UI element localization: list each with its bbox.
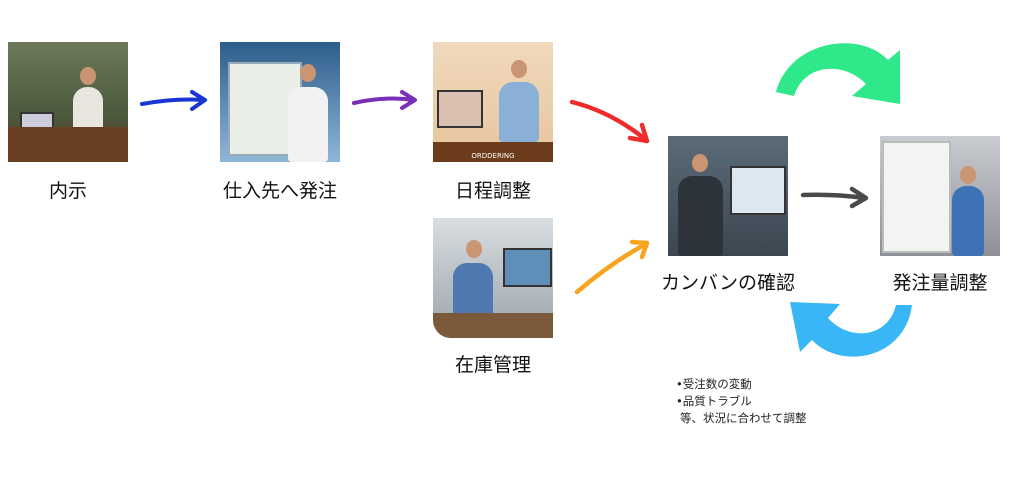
step-label-adjust: 発注量調整	[892, 272, 988, 294]
adjustment-notes: •受注数の変動 •品質トラブル 等、状況に合わせて調整	[676, 376, 807, 427]
arrow-gray	[800, 186, 869, 209]
step-image-order	[220, 42, 340, 162]
step-label-inventory: 在庫管理	[454, 354, 532, 376]
arrow-lightblue-curve	[790, 302, 912, 357]
ordering-text: ORDDERING	[433, 142, 553, 162]
step-label-kanban: カンバンの確認	[661, 272, 795, 294]
step-image-adjust	[880, 136, 1000, 256]
step-image-naiji	[8, 42, 128, 162]
step-image-kanban	[668, 136, 788, 256]
arrow-green-curve	[776, 43, 900, 104]
note-item: 等、状況に合わせて調整	[680, 411, 807, 425]
step-label-naiji: 内示	[48, 180, 88, 202]
arrow-blue	[140, 90, 207, 111]
step-image-schedule: ORDDERING	[433, 42, 553, 162]
step-label-order: 仕入先へ発注	[222, 180, 338, 202]
note-item: •受注数の変動	[676, 377, 752, 391]
step-image-inventory	[433, 218, 553, 338]
arrow-red	[569, 99, 650, 144]
step-label-schedule: 日程調整	[454, 180, 532, 202]
arrow-orange	[574, 239, 650, 295]
arrow-purple	[352, 90, 417, 110]
note-item: •品質トラブル	[676, 394, 752, 408]
